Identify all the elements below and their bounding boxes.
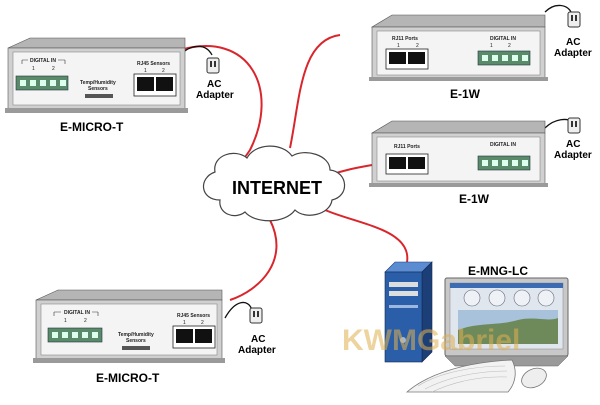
rj11-port: [389, 157, 406, 169]
cable-micro-top: [179, 45, 263, 169]
device-name: E-MICRO-T: [60, 120, 124, 134]
ports-label: RJ45 Sensors: [137, 61, 170, 67]
svg-text:1: 1: [144, 68, 147, 74]
cable-manager: [324, 209, 409, 271]
svg-text:1: 1: [32, 66, 35, 72]
ac-label: AC: [251, 334, 265, 345]
digital-in-label: DIGITAL IN: [490, 142, 516, 148]
device-name: E-1W: [450, 87, 481, 101]
digital-in-label: DIGITAL IN: [64, 310, 90, 316]
rj45-port: [137, 77, 154, 91]
cable-micro-bottom: [229, 219, 278, 301]
svg-text:2: 2: [162, 68, 165, 74]
device-e-micro-t-bottom: DIGITAL IN 1 2 Temp/Humidity Sensors RJ4…: [33, 289, 276, 385]
svg-text:Adapter: Adapter: [196, 90, 234, 101]
svg-text:2: 2: [416, 43, 419, 49]
rj45-port: [156, 77, 173, 91]
rj11-port: [408, 52, 425, 64]
device-e-1w-middle: RJ11 Ports DIGITAL IN E-1W AC Adapter: [369, 120, 592, 206]
rj45-port: [176, 329, 193, 343]
device-name: E-MNG-LC: [468, 264, 528, 278]
svg-text:2: 2: [84, 318, 87, 324]
internet-cloud: INTERNET: [203, 145, 346, 222]
plug-icon: [206, 57, 220, 74]
ports-label: RJ11 Ports: [392, 36, 418, 42]
svg-text:2: 2: [52, 66, 55, 72]
ports-label: RJ45 Sensors: [177, 313, 210, 319]
svg-text:Adapter: Adapter: [238, 345, 276, 356]
rj11-port: [408, 157, 425, 169]
device-name: E-MICRO-T: [96, 371, 160, 385]
svg-text:1: 1: [64, 318, 67, 324]
computer-tower-icon: [384, 261, 433, 363]
rj45-port: [195, 329, 212, 343]
cable-e1w-top: [289, 34, 341, 149]
plug-icon: [567, 11, 581, 28]
svg-text:1: 1: [397, 43, 400, 49]
svg-text:2: 2: [508, 43, 511, 49]
ac-label: AC: [566, 37, 580, 48]
sensor-label: Temp/Humidity: [80, 80, 116, 86]
svg-text:1: 1: [183, 320, 186, 326]
svg-text:1: 1: [490, 43, 493, 49]
ports-label: RJ11 Ports: [394, 144, 420, 150]
device-e-micro-t-top: DIGITAL IN 1 2 Temp/Humidity Sensors RJ4…: [5, 37, 234, 134]
workstation-e-mng-lc: E-MNG-LC: [384, 261, 569, 393]
digital-in-label: DIGITAL IN: [490, 36, 516, 42]
device-name: E-1W: [459, 192, 490, 206]
watermark-logo: KWMGabriel: [342, 324, 520, 357]
sensor-label: Temp/Humidity: [118, 332, 154, 338]
svg-text:Adapter: Adapter: [554, 48, 592, 59]
internet-label: INTERNET: [232, 178, 322, 198]
svg-text:Adapter: Adapter: [554, 150, 592, 161]
digital-in-label: DIGITAL IN: [30, 58, 56, 64]
ac-label: AC: [207, 79, 221, 90]
svg-text:2: 2: [201, 320, 204, 326]
ac-label: AC: [566, 139, 580, 150]
ac-adapter-icons: [206, 11, 581, 324]
cloud-icon: [203, 145, 346, 222]
rj11-port: [389, 52, 406, 64]
keyboard-icon: [405, 359, 516, 393]
mouse-icon: [521, 367, 547, 389]
svg-text:Sensors: Sensors: [88, 86, 108, 92]
plug-icon: [567, 117, 581, 134]
plug-icon: [249, 307, 263, 324]
svg-text:Sensors: Sensors: [126, 338, 146, 344]
device-e-1w-top: RJ11 Ports 1 2 DIGITAL IN 1 2 E-1W AC Ad…: [369, 14, 592, 101]
